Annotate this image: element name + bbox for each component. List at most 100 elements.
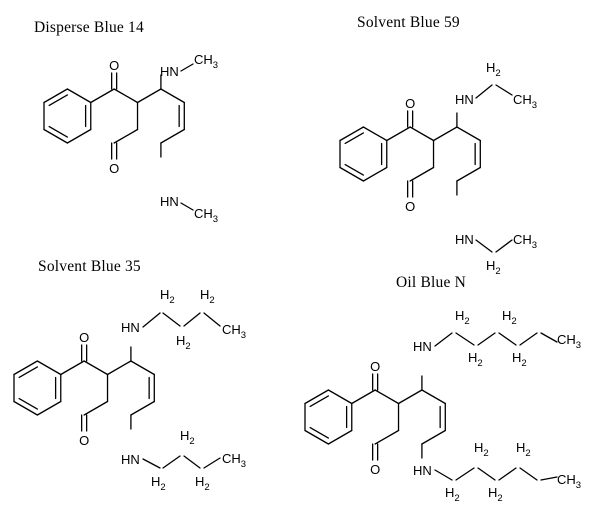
ring-bond [130,400,155,416]
methylene-label: H2 [445,485,460,504]
methylene-label: H2 [502,308,517,327]
bond [519,467,538,481]
ring-bond [327,389,353,405]
amine-label: HN [160,64,179,79]
ring-bond [362,126,388,142]
ring-bond [374,429,400,445]
molecule-title: Disperse Blue 14 [34,19,144,36]
ring-bond [83,360,109,376]
amine-label: HN [121,452,140,467]
ring-bond [113,128,139,144]
bond [477,332,496,346]
ring-bond [409,126,435,142]
ring-bond [43,88,69,104]
ring-bond [339,166,365,182]
double-bond [18,397,39,410]
ring-bond [456,126,481,142]
amine-label: HN [160,194,179,209]
double-bond [18,366,39,379]
bond [498,467,517,481]
methylene-label: H2 [516,440,531,459]
bond [498,332,517,346]
methylene-label: H2 [468,350,483,369]
ring-bond [83,400,109,416]
bond [475,239,493,253]
anthraquinone-core: OO [43,58,185,176]
methyl-label: CH3 [222,322,246,341]
oxygen-label: O [109,161,119,176]
amine-label: HN [121,320,140,335]
molecule-oil-blue-n: Oil Blue N OO HN H2 H2 CH3 H2 H2 HN H2 H… [304,274,581,504]
bond [142,458,161,469]
ring-bond [421,389,446,405]
bond [180,202,194,211]
anthraquinone-core: OO [339,96,481,214]
ring-bond [66,88,92,104]
methyl-label: CH3 [513,232,537,251]
molecule-disperse-blue-14: Disperse Blue 14 OO HN CH3 HN CH3 [34,19,218,225]
methyl-label: CH3 [194,52,218,71]
ring-bond [456,166,481,182]
ring-bond [351,389,376,405]
ring-bond [13,400,39,416]
methylene-label: H2 [160,287,175,306]
methyl-label: CH3 [557,332,581,351]
double-bond [48,94,69,107]
methylene-label: H2 [455,308,470,327]
ring-bond [374,389,400,405]
ring-bond [136,88,162,104]
bond [540,332,558,343]
ring-bond [327,429,353,445]
bond [183,312,201,327]
molecule-solvent-blue-59: Solvent Blue 59 OO HN H2 CH3 HN CH3 H2 [339,14,537,277]
methylene-label: H2 [512,350,527,369]
ring-bond [36,360,62,376]
ring-bond [432,126,458,142]
ring-bond [60,360,85,376]
oxygen-label: O [405,199,415,214]
double-bond [309,395,330,408]
ring-bond [160,88,185,104]
methyl-label: CH3 [222,451,246,470]
bond [183,455,201,469]
ring-bond [66,128,92,144]
oxygen-label: O [79,433,89,448]
amine-label: HN [413,339,432,354]
ring-bond [409,166,435,182]
anthraquinone-core: OO [304,359,446,477]
oxygen-label: O [405,96,415,111]
molecule-title: Solvent Blue 35 [38,258,141,275]
oxygen-label: O [370,462,380,477]
methylene-label: H2 [486,60,501,79]
bond [162,455,181,469]
bond [455,467,475,481]
bond [203,457,221,469]
methyl-label: CH3 [513,92,537,111]
ring-bond [130,360,155,376]
bond [540,476,558,481]
bond [495,239,513,253]
methyl-label: CH3 [557,472,581,491]
methylene-label: H2 [474,440,489,459]
bond [477,467,496,481]
molecule-solvent-blue-35: Solvent Blue 35 OO HN H2 H2 CH3 H2 HN H2… [13,258,246,493]
anthraquinone-core: OO [13,330,155,448]
ring-bond [13,360,39,376]
methylene-label: H2 [200,287,215,306]
bond [475,84,493,99]
ring-bond [397,389,423,405]
ring-bond [421,429,446,445]
methylene-label: H2 [488,485,503,504]
methylene-label: H2 [486,258,501,277]
ring-bond [160,128,185,144]
double-bond [344,132,365,145]
molecule-title: Solvent Blue 59 [357,14,460,31]
ring-bond [339,126,365,142]
bond [519,332,538,346]
ring-bond [304,389,330,405]
methylene-label: H2 [151,474,166,493]
methylene-label: H2 [180,428,195,447]
double-bond [48,125,69,138]
